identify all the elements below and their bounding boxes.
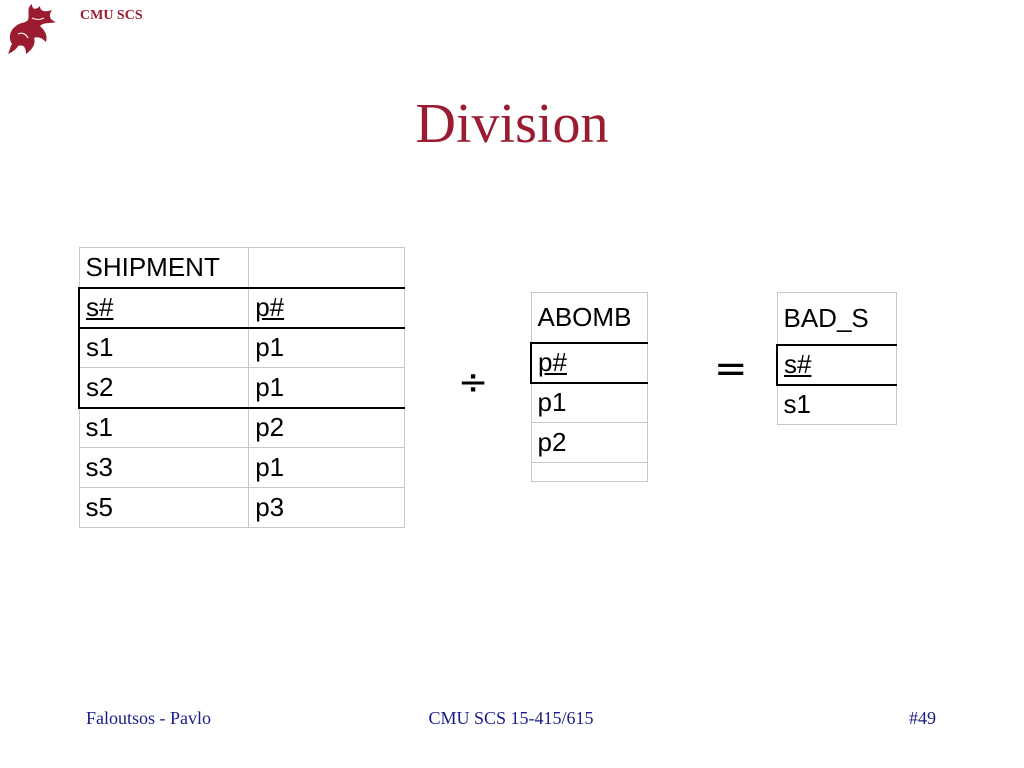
table-name-cell: ABOMB	[530, 292, 648, 343]
table-cell: s2	[78, 367, 250, 409]
table-cell: p1	[530, 382, 648, 423]
bad-s-table: BAD_S s# s1	[776, 292, 897, 425]
table-cell: s1	[78, 327, 250, 368]
table-cell: s3	[78, 447, 250, 488]
footer-authors: Faloutsos - Pavlo	[86, 708, 212, 728]
shipment-table: SHIPMENT s# p# s1 p1 s2 p1 s1 p2 s3 p1 s…	[78, 247, 405, 528]
table-empty-cell	[530, 462, 648, 482]
table-cell: p1	[248, 327, 405, 368]
table-cell: s1	[78, 407, 250, 448]
table-cell: p1	[248, 447, 405, 488]
table-cell: p2	[248, 407, 405, 448]
brand-label: CMU SCS	[80, 8, 143, 23]
table-cell: s5	[78, 487, 250, 528]
divide-operator: ÷	[458, 362, 489, 403]
column-header: s#	[78, 286, 250, 329]
table-name-cell: BAD_S	[776, 292, 897, 345]
table-name-cell: SHIPMENT	[78, 247, 250, 288]
footer-course: CMU SCS 15-415/615	[428, 708, 594, 728]
equals-operator: =	[714, 346, 748, 392]
table-name-empty-cell	[248, 247, 405, 288]
table-cell: p1	[248, 367, 405, 409]
table-cell: p2	[530, 422, 648, 463]
abomb-table: ABOMB p# p1 p2	[530, 292, 648, 482]
griffin-logo-icon	[8, 4, 56, 54]
table-cell: s1	[776, 384, 897, 425]
column-header: s#	[776, 343, 897, 386]
slide-title: Division	[415, 93, 609, 155]
table-cell: p3	[248, 487, 405, 528]
footer-slide-number: #49	[909, 708, 936, 728]
column-header: p#	[530, 341, 648, 384]
column-header: p#	[248, 286, 405, 329]
